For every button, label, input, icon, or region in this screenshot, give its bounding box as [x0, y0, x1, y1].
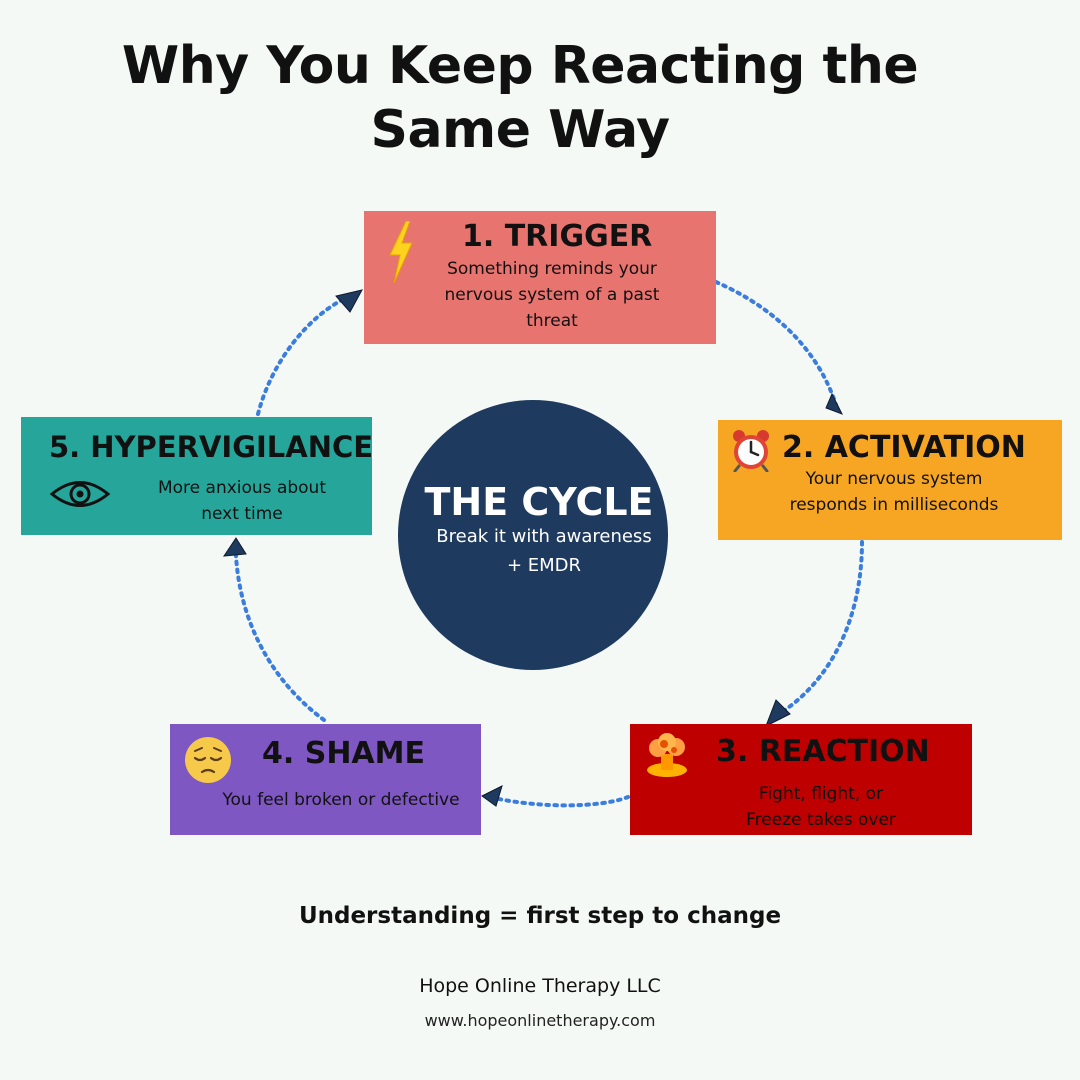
arrowhead-reaction [765, 699, 791, 728]
step-heading: 3. REACTION [716, 734, 930, 769]
connector-shame-to-hyper [234, 554, 326, 722]
connector-trigger-to-activation [714, 280, 838, 407]
step-description: More anxious about next time [157, 478, 326, 524]
step-description: Something reminds your nervous system of… [444, 259, 660, 331]
website-url: www.hopeonlinetherapy.com [424, 1011, 656, 1030]
arrowhead-shame [481, 785, 503, 807]
step-trigger-box: 1. TRIGGER Something reminds your nervou… [364, 211, 716, 344]
step-heading: 4. SHAME [262, 736, 425, 771]
step-shame-box: 4. SHAME You feel broken or defective [170, 724, 481, 835]
arrowhead-hyper [223, 537, 247, 557]
explosion-icon [647, 733, 687, 777]
step-heading: 2. ACTIVATION [782, 430, 1026, 465]
connector-activation-to-reaction [780, 540, 864, 714]
step-hypervigilance-box: 5. HYPERVIGILANCE More anxious about nex… [21, 417, 374, 535]
arrowhead-trigger [335, 289, 363, 313]
step-description: Fight, flight, or Freeze takes over [746, 784, 896, 830]
step-reaction-box: 3. REACTION Fight, flight, or Freeze tak… [630, 724, 972, 835]
lightning-bolt-icon [389, 221, 413, 283]
tagline: Understanding = first step to change [298, 903, 782, 929]
step-description: You feel broken or defective [222, 790, 460, 810]
organization-name: Hope Online Therapy LLC [419, 975, 661, 997]
connector-reaction-to-shame [492, 795, 630, 808]
step-activation-box: 2. ACTIVATION Your nervous system respon… [718, 420, 1062, 540]
cycle-title: THE CYCLE [424, 480, 654, 524]
step-heading: 1. TRIGGER [462, 219, 653, 254]
step-heading: 5. HYPERVIGILANCE [49, 430, 374, 464]
eye-icon [49, 481, 111, 507]
cycle-subtitle: Break it with awareness + EMDR [436, 526, 652, 576]
alarm-clock-icon [733, 430, 769, 472]
connector-hyper-to-trigger [256, 296, 348, 416]
center-circle [398, 400, 668, 670]
step-description: Your nervous system responds in millisec… [789, 469, 999, 515]
page-title: Why You Keep Reacting the Same Way [121, 36, 919, 160]
pensive-face-icon [185, 737, 231, 783]
arrowhead-activation [825, 392, 844, 415]
